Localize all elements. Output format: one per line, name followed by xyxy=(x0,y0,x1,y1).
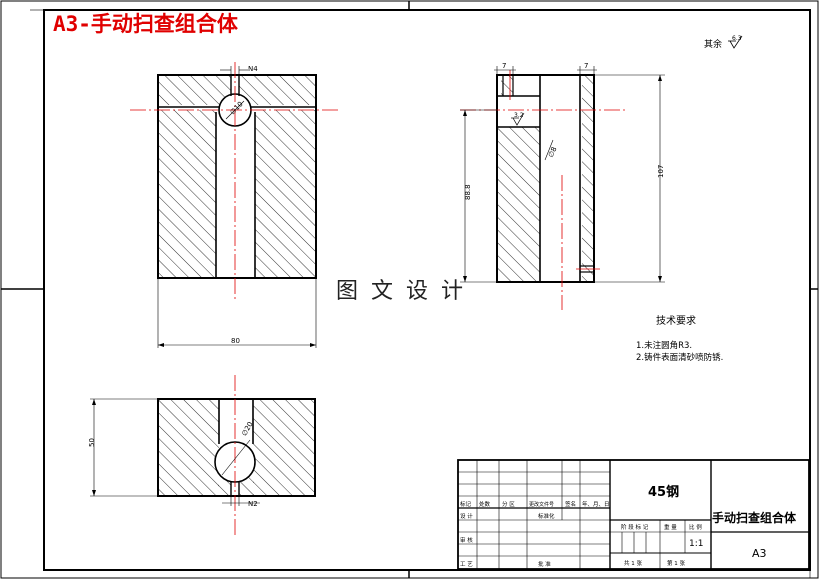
tb-process-label: 工 艺 xyxy=(460,561,473,568)
tech-req-item-1: 1.未注圆角R3. xyxy=(636,340,692,351)
tb-standardize-label: 标准化 xyxy=(538,512,555,520)
tb-stage-header-1: 阶 段 标 记 xyxy=(621,523,649,531)
bottom-view xyxy=(90,375,316,535)
watermark-text: 图 文 设 计 xyxy=(336,279,466,304)
dim-front-top-slot: N4 xyxy=(248,65,258,73)
tb-sheet-index: 第 1 张 xyxy=(667,559,685,567)
tb-approve-label: 批 准 xyxy=(538,560,551,568)
inner-frame xyxy=(43,9,811,571)
tb-rev-header-5: 签名 xyxy=(565,500,576,508)
dim-front-width: 80 xyxy=(231,337,240,345)
tb-sheet-size: A3 xyxy=(752,547,767,560)
tb-review-label: 审 核 xyxy=(460,536,473,544)
side-view xyxy=(460,66,665,310)
drawing-title: A3-手动扫查组合体 xyxy=(53,12,239,36)
title-block xyxy=(457,459,810,570)
tb-rev-header-6: 年、月、日 xyxy=(582,500,610,508)
tb-material: 45钢 xyxy=(648,484,679,500)
tb-stage-header-3: 比 例 xyxy=(689,523,702,531)
dim-bottom-height: 50 xyxy=(88,438,96,447)
dim-side-dia: ∅8 xyxy=(547,146,559,159)
tb-rev-header-3: 分 区 xyxy=(502,500,515,508)
surface-finish-value: 6.3 xyxy=(732,35,742,42)
dim-side-top-left: 7 xyxy=(502,62,506,70)
front-view xyxy=(130,62,340,348)
tb-rev-header-1: 标记 xyxy=(460,500,472,508)
dim-side-height-total: 107 xyxy=(657,165,665,178)
tech-req-item-2: 2.铸件表面清砂喷防锈. xyxy=(636,352,723,363)
tb-scale: 1:1 xyxy=(689,539,703,549)
surface-finish-symbol xyxy=(728,35,743,49)
tb-rev-header-2: 处数 xyxy=(479,500,491,508)
tb-stage-header-2: 重 量 xyxy=(664,523,677,531)
tb-design-label: 设 计 xyxy=(460,512,473,520)
tech-req-heading: 技术要求 xyxy=(656,314,696,327)
dim-side-height-inner: 88.8 xyxy=(464,184,472,200)
tb-rev-header-4: 更改文件号 xyxy=(529,501,554,508)
tb-part-name: 手动扫查组合体 xyxy=(712,510,797,525)
tb-sheet-total: 共 1 张 xyxy=(624,559,642,567)
dim-side-roughness: 3.2 xyxy=(514,112,524,119)
surface-finish-prefix: 其余 xyxy=(704,38,722,50)
dim-bottom-slot: N2 xyxy=(248,500,258,508)
dim-side-top-right: 7 xyxy=(584,62,588,70)
